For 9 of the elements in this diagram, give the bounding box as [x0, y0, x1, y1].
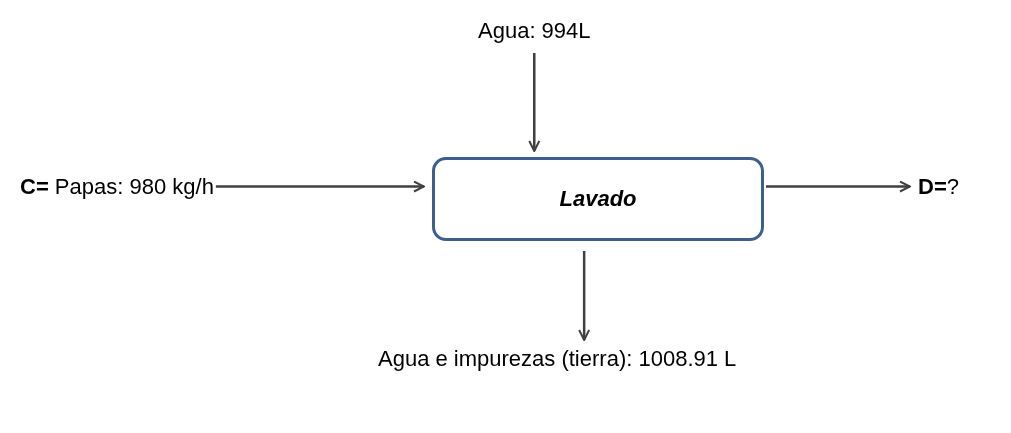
arrow	[766, 180, 911, 193]
input-label: Agua: 994L	[478, 18, 591, 45]
arrow	[528, 53, 541, 152]
arrow	[578, 251, 591, 341]
input-label: C= Papas: 980 kg/h	[20, 174, 214, 201]
process-box: Lavado	[432, 157, 764, 241]
output-label: Agua e impurezas (tierra): 1008.91 L	[378, 346, 848, 373]
output-label: D=?	[918, 174, 959, 201]
arrow	[215, 180, 425, 193]
